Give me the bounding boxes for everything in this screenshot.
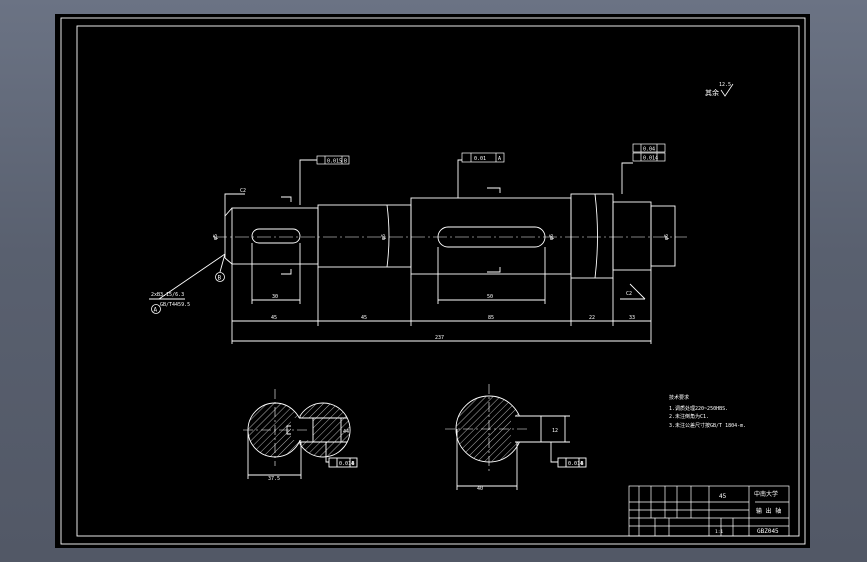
svg-text:B: B: [581, 461, 584, 467]
svg-text:1.调质处理220~250HBS.: 1.调质处理220~250HBS.: [669, 405, 728, 412]
svg-text:A: A: [498, 156, 501, 162]
svg-text:φ6: φ6: [549, 234, 555, 240]
svg-text:A: A: [154, 307, 158, 314]
svg-text:0.04: 0.04: [643, 147, 655, 153]
svg-text:45: 45: [361, 315, 367, 321]
shaft-seg-5: [612, 201, 652, 271]
roughness-label: 其余: [705, 88, 719, 97]
svg-text:GB/T4459.5: GB/T4459.5: [160, 302, 190, 308]
tech-req-title: 技术要求: [669, 394, 689, 401]
drawing-number: GBZ045: [757, 528, 779, 535]
shaft-seg-2: [317, 204, 412, 268]
svg-text:C2: C2: [626, 291, 632, 297]
svg-text:B: B: [344, 159, 347, 165]
section-view-2: [445, 384, 587, 490]
shaft-seg-1: [231, 207, 319, 265]
section-view-1: [243, 389, 358, 479]
svg-text:0.01: 0.01: [474, 156, 486, 162]
sheet-inner-border: [76, 25, 800, 537]
svg-text:85: 85: [488, 315, 494, 321]
svg-text:44: 44: [343, 429, 349, 435]
svg-text:12: 12: [552, 428, 558, 434]
svg-text:0.014: 0.014: [643, 156, 658, 162]
svg-text:B: B: [352, 461, 355, 467]
title-block: [628, 485, 790, 537]
datum-markers: A B: [151, 272, 225, 314]
svg-text:30: 30: [272, 294, 278, 300]
material: 45: [719, 493, 727, 500]
technical-requirements: 技术要求 1.调质处理220~250HBS. 2.未注倒角为C1. 3.未注公差…: [669, 394, 746, 429]
svg-text:φ5: φ5: [213, 234, 219, 240]
svg-text:40: 40: [477, 486, 483, 492]
keyway-2: [437, 226, 546, 248]
drawing-sheet: 其余 12.5: [55, 14, 810, 548]
roughness-value: 12.5: [719, 82, 731, 88]
svg-text:0.015: 0.015: [327, 159, 342, 165]
tol-frame-1: [316, 155, 350, 165]
svg-text:B: B: [218, 275, 222, 282]
svg-text:0.014: 0.014: [568, 461, 583, 467]
svg-text:50: 50: [487, 294, 493, 300]
roughness-symbol: 其余 12.5: [705, 82, 734, 97]
shaft-seg-6: [650, 205, 676, 267]
svg-text:37.5: 37.5: [268, 476, 280, 482]
part-name: 输 出 轴: [756, 507, 781, 515]
svg-text:φ6: φ6: [381, 234, 387, 240]
tolerance-frames: 0.015 B 0.01 A 0.04 0.014: [316, 143, 666, 165]
svg-text:237: 237: [435, 335, 444, 341]
svg-text:0.014: 0.014: [339, 461, 354, 467]
svg-text:45: 45: [271, 315, 277, 321]
svg-text:φ6: φ6: [664, 234, 670, 240]
shaft-main-view: [149, 159, 687, 344]
svg-text:3.未注公差尺寸按GB/T 1804-m.: 3.未注公差尺寸按GB/T 1804-m.: [669, 422, 746, 429]
main-dimension-texts: 237 45 45 85 22 33 30 50 C2 C2 2xB3.15/6…: [151, 188, 670, 341]
svg-text:33: 33: [629, 315, 635, 321]
tol-frame-2: [461, 152, 505, 163]
shaft-seg-4: [570, 193, 614, 279]
svg-text:2.未注倒角为C1.: 2.未注倒角为C1.: [669, 413, 709, 420]
shaft-drawing: 其余 12.5: [60, 17, 806, 545]
svg-text:22: 22: [589, 315, 595, 321]
tol-frame-3: [632, 143, 666, 153]
svg-text:2xB3.15/6.3: 2xB3.15/6.3: [151, 292, 184, 298]
svg-text:C2: C2: [240, 188, 246, 194]
keyway-1: [251, 228, 301, 244]
school-name: 中南大学: [754, 490, 778, 498]
scale: 1:1: [715, 529, 723, 535]
tol-frame-4: [632, 152, 666, 162]
sheet-outer-border: [60, 17, 806, 545]
shaft-seg-3: [410, 197, 572, 275]
